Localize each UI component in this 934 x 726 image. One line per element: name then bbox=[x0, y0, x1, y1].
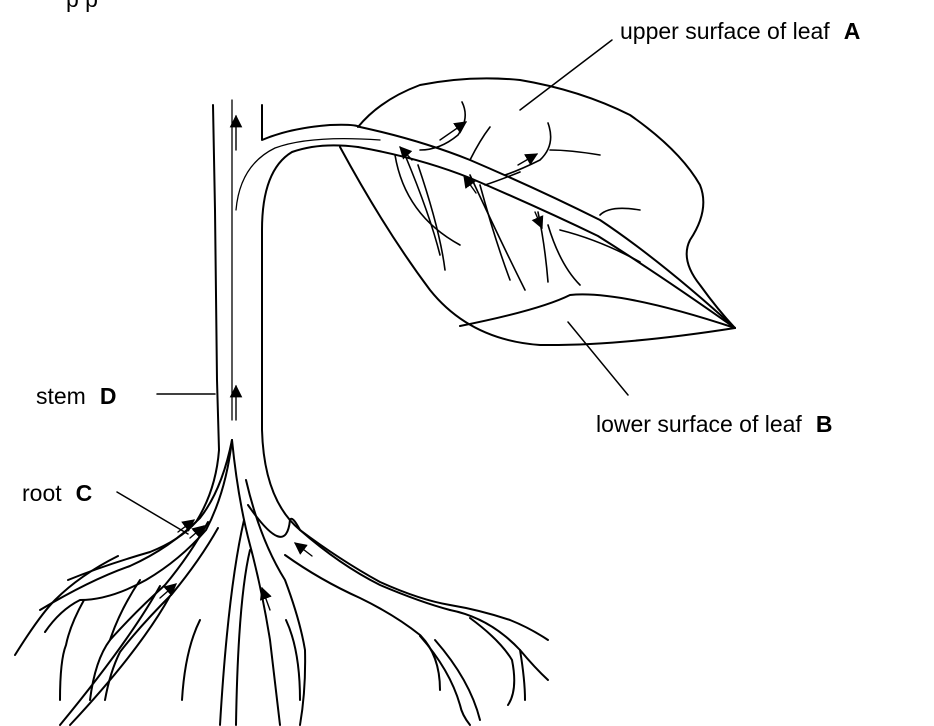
root-center-left bbox=[232, 440, 280, 725]
label-upper-surface: upper surface of leaf A bbox=[620, 20, 860, 43]
root-right-upper bbox=[300, 530, 450, 610]
label-root: root C bbox=[22, 482, 92, 505]
leader-b bbox=[568, 322, 628, 395]
root-right-sub bbox=[450, 610, 548, 680]
root-left-inner bbox=[90, 522, 208, 700]
roots bbox=[15, 440, 548, 725]
stem-outer-left bbox=[68, 105, 219, 580]
root-left-branch-mid bbox=[45, 440, 232, 632]
label-root-text: root bbox=[22, 480, 62, 506]
leader-lines bbox=[117, 40, 628, 534]
leaf-midrib-bottom bbox=[358, 147, 735, 328]
root-left-sub bbox=[60, 586, 160, 725]
root-left-tip2 bbox=[110, 580, 140, 640]
root-center-fork bbox=[248, 505, 300, 537]
stem-inner-right bbox=[262, 145, 548, 640]
leaf-veins bbox=[395, 102, 640, 290]
root-right-tip bbox=[420, 636, 470, 725]
label-stem-text: stem bbox=[36, 383, 86, 409]
label-letter-d: D bbox=[100, 383, 117, 409]
root-tiny-hook bbox=[182, 620, 200, 700]
label-letter-a: A bbox=[844, 18, 861, 44]
stem-outer-right bbox=[262, 105, 360, 140]
leaf-upper-outline bbox=[358, 78, 735, 328]
root-center-sub bbox=[236, 550, 250, 725]
label-upper-surface-text: upper surface of leaf bbox=[620, 18, 830, 44]
root-center-hook bbox=[286, 620, 300, 700]
root-right-tip2 bbox=[435, 640, 480, 720]
root-right-sub3 bbox=[520, 650, 525, 700]
leader-c bbox=[117, 492, 188, 534]
stem-xylem-branch bbox=[236, 139, 380, 210]
root-left-inner2 bbox=[105, 528, 218, 700]
label-stem: stem D bbox=[36, 385, 116, 408]
label-lower-surface: lower surface of leaf B bbox=[596, 413, 832, 436]
leaf-lower-outline bbox=[340, 147, 735, 345]
label-lower-surface-text: lower surface of leaf bbox=[596, 411, 802, 437]
root-left-tip1 bbox=[60, 600, 84, 700]
label-letter-b: B bbox=[816, 411, 833, 437]
label-letter-c: C bbox=[76, 480, 93, 506]
root-right-sub2 bbox=[470, 618, 514, 705]
leader-a bbox=[520, 40, 612, 110]
